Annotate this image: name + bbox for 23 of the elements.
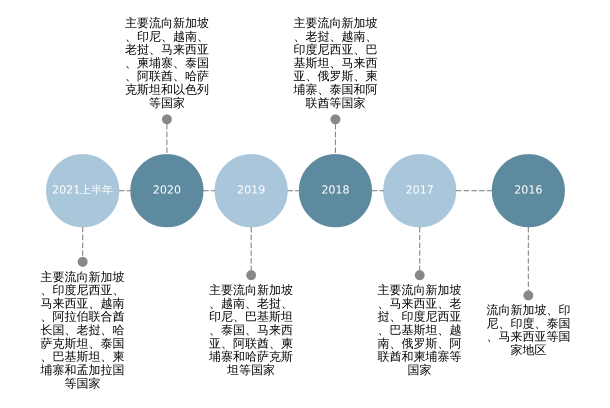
node-text: 主要流向新加坡、印尼、越南、老挝、马来西亚、柬埔寨、泰国、阿联酋、哈萨克斯坦和以色列等国家 — [124, 16, 208, 110]
node-text: 主要流向新加坡、越南、老挝、印尼、巴基斯坦、泰国、马来西亚、阿联酋、柬埔寨和哈萨克斯坦等国家 — [208, 283, 293, 377]
connector — [161, 114, 172, 155]
connector — [202, 190, 215, 192]
node-circle: 2019 — [214, 154, 288, 228]
connector — [246, 227, 256, 280]
connector — [371, 190, 384, 192]
node-text: 主要流向新加坡、老挝、越南、印度尼西亚、巴基斯坦、马来西亚、俄罗斯、柬埔寨、泰国和阿联酋等国家 — [292, 16, 377, 110]
connector — [77, 227, 88, 267]
node-text: 主要流向新加坡、马来西亚、老挝、印度尼西亚、巴基斯坦、越南、俄罗斯、阿联酋和柬埔寨等国家 — [377, 283, 462, 377]
connector — [522, 227, 533, 300]
node-circle: 2021上半年 — [46, 154, 119, 228]
node-circle: 2020 — [130, 154, 203, 228]
connector — [286, 190, 299, 192]
connector — [455, 190, 492, 192]
node-circle: 2017 — [382, 154, 456, 228]
node-circle: 2016 — [491, 154, 564, 228]
node-text: 流向新加坡、印尼、印度、泰国、马来西亚等国家地区 — [486, 303, 570, 357]
node-text: 主要流向新加坡、印度尼西亚、马来西亚、越南、阿拉伯联合酋长国、老挝、哈萨克斯坦、泰国、巴基斯坦、柬埔寨和孟加拉国等国家 — [40, 270, 124, 390]
connector — [330, 114, 340, 155]
connector — [414, 227, 424, 280]
node-circle: 2018 — [298, 154, 372, 228]
connector — [118, 190, 130, 192]
